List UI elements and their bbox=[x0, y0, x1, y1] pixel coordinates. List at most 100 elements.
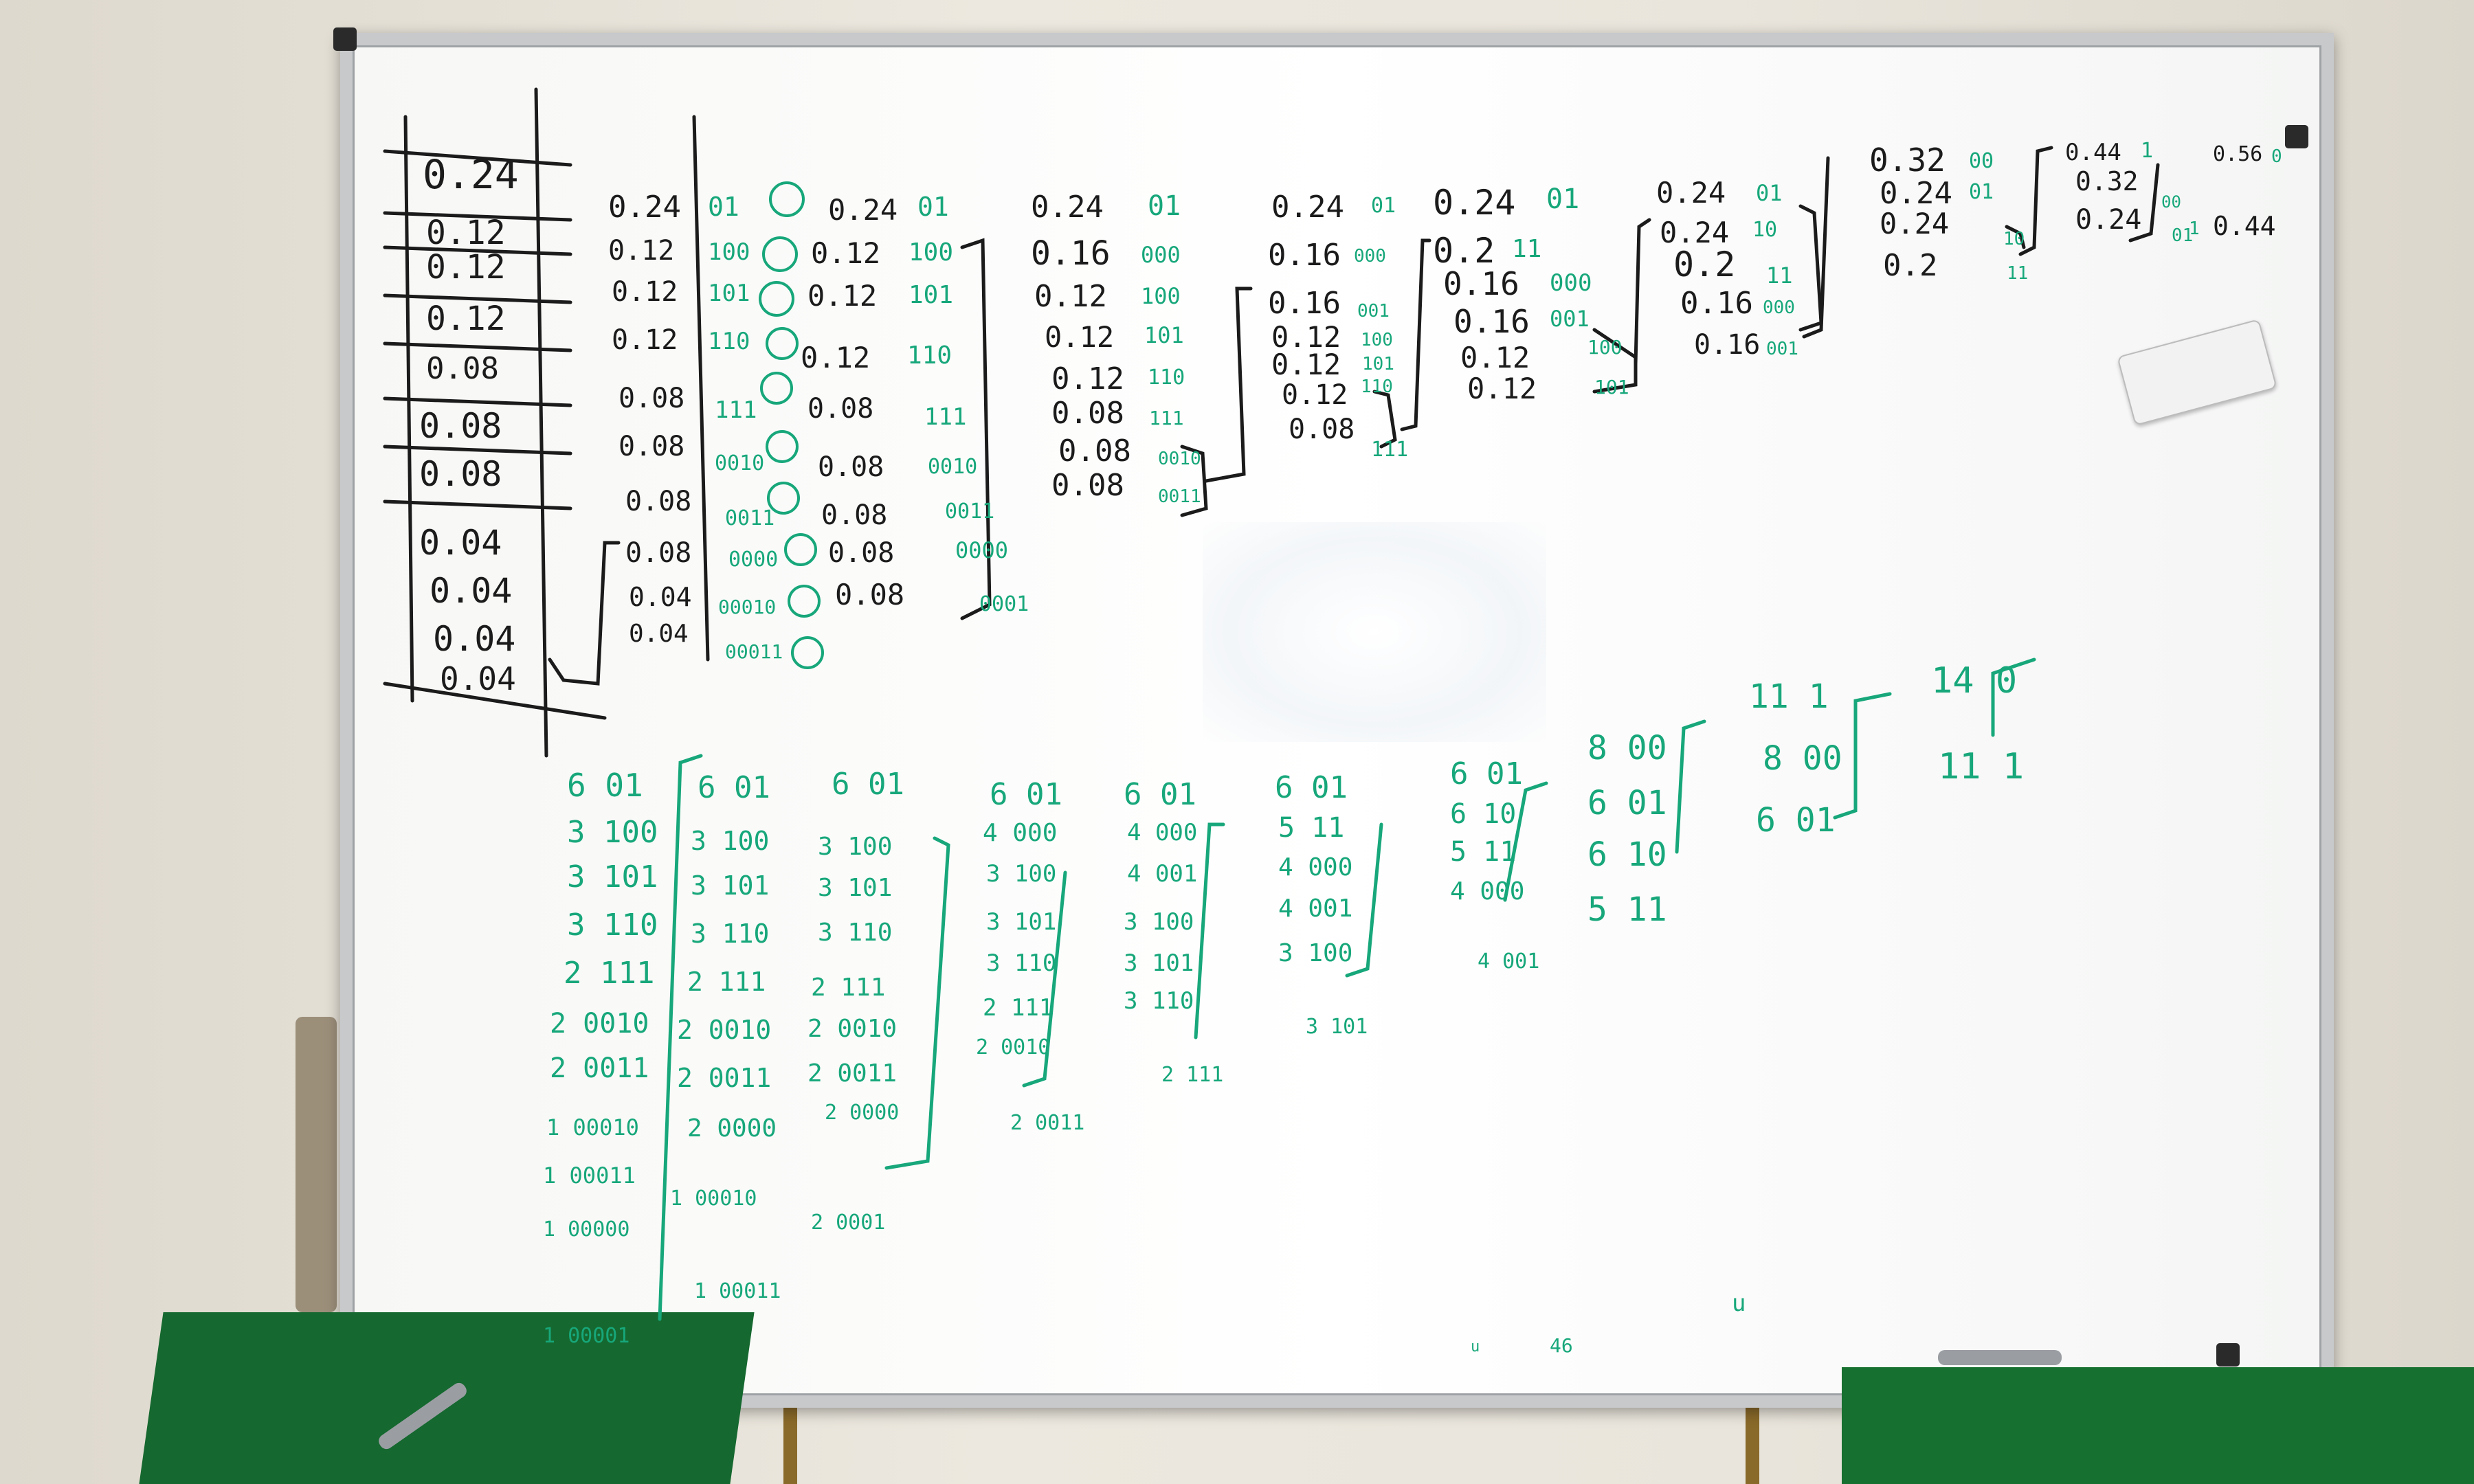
code: 0000 bbox=[728, 548, 779, 572]
value: 0.2 bbox=[1433, 231, 1495, 271]
code: 0011 bbox=[1158, 486, 1201, 507]
value: 0.08 bbox=[1051, 396, 1124, 431]
entry: 6 01 bbox=[1124, 777, 1196, 812]
entry: 3 101 bbox=[1124, 949, 1194, 977]
value: 0.24 bbox=[2075, 204, 2142, 236]
entry: 2 111 bbox=[687, 967, 766, 997]
value: 0.12 bbox=[801, 341, 871, 374]
code: 101 bbox=[909, 281, 954, 309]
code: 01 bbox=[2172, 225, 2194, 246]
value: 0.24 bbox=[828, 193, 898, 227]
value: 0.24 bbox=[1880, 176, 1952, 211]
code: 100 bbox=[909, 238, 954, 267]
code: 000 bbox=[1141, 242, 1181, 268]
value: 0.16 bbox=[1031, 234, 1111, 273]
value: 0.24 bbox=[1656, 176, 1726, 210]
value: 0.16 bbox=[1453, 303, 1530, 340]
value: 0.04 bbox=[629, 582, 692, 612]
code: 11 bbox=[2007, 263, 2029, 284]
value: 0.12 bbox=[612, 324, 678, 356]
entry: 3 101 bbox=[986, 908, 1057, 936]
value: 0.24 bbox=[1660, 216, 1730, 249]
entry: 6 01 bbox=[832, 767, 904, 802]
code: 0010 bbox=[715, 451, 765, 475]
code: 0010 bbox=[1158, 449, 1201, 469]
value: 0.12 bbox=[1034, 279, 1107, 314]
value: 0.32 bbox=[2075, 166, 2139, 196]
code: 00 bbox=[2161, 192, 2181, 212]
code: 10 bbox=[2003, 229, 2025, 249]
entry: 4 000 bbox=[1450, 877, 1525, 906]
value: 0.16 bbox=[1443, 265, 1519, 302]
entry: 2 0000 bbox=[825, 1101, 900, 1125]
code: 111 bbox=[1149, 407, 1184, 429]
code: 0010 bbox=[928, 455, 978, 479]
value: 0.08 bbox=[625, 486, 692, 517]
code: 110 bbox=[1148, 366, 1185, 390]
entry: 6 01 bbox=[990, 777, 1062, 812]
code: 10 bbox=[1752, 218, 1778, 242]
entry: 1 00011 bbox=[543, 1162, 636, 1189]
entry: 3 101 bbox=[1306, 1015, 1368, 1039]
code: 110 bbox=[1361, 376, 1393, 397]
prob-row: 0.08 bbox=[426, 351, 499, 386]
code: 0011 bbox=[725, 506, 775, 530]
entry: 4 000 bbox=[983, 819, 1058, 847]
code: 100 bbox=[1587, 336, 1623, 359]
code: 101 bbox=[1362, 354, 1394, 374]
entry: 3 100 bbox=[1124, 908, 1194, 936]
value: 0.24 bbox=[1433, 183, 1516, 223]
value: 0.2 bbox=[1673, 245, 1736, 284]
code: 001 bbox=[1357, 301, 1390, 322]
entry: 5 11 bbox=[1587, 890, 1667, 929]
value: 0.24 bbox=[1271, 190, 1344, 225]
entry: 1 00000 bbox=[543, 1217, 630, 1241]
code: 11 bbox=[1512, 235, 1542, 263]
entry: 3 100 bbox=[1278, 939, 1353, 967]
entry: 3 101 bbox=[818, 874, 893, 902]
entry: 3 110 bbox=[818, 919, 893, 947]
entry: 4 000 bbox=[1278, 853, 1353, 881]
code: 0 bbox=[2271, 146, 2282, 167]
value: 0.12 bbox=[1051, 361, 1124, 396]
prob-row: 0.12 bbox=[426, 248, 506, 286]
entry: 11 1 bbox=[1749, 677, 1829, 716]
entry: 6 01 bbox=[698, 770, 770, 805]
entry: 5 11 bbox=[1450, 836, 1517, 868]
entry: 2 0010 bbox=[550, 1008, 649, 1039]
code: 101 bbox=[1594, 376, 1629, 398]
board-corner-br bbox=[2216, 1343, 2240, 1367]
code: 01 bbox=[1371, 194, 1396, 218]
light-glare bbox=[1203, 522, 1546, 742]
entry: 2 0010 bbox=[677, 1015, 772, 1045]
entry: 2 111 bbox=[564, 956, 655, 991]
chair-back bbox=[296, 1017, 337, 1312]
code: 01 bbox=[1756, 180, 1783, 206]
entry: 3 100 bbox=[691, 826, 770, 856]
code: 001 bbox=[1766, 339, 1798, 359]
entry: 1 00011 bbox=[694, 1279, 781, 1303]
value: 0.32 bbox=[1869, 142, 1946, 179]
entry: 2 0010 bbox=[976, 1035, 1051, 1059]
table-right bbox=[1842, 1367, 2474, 1484]
value: 0.08 bbox=[1058, 434, 1131, 469]
value: 0.56 bbox=[2213, 142, 2263, 166]
value: 0.12 bbox=[608, 235, 675, 267]
code: 001 bbox=[1550, 306, 1590, 332]
value: 0.24 bbox=[1031, 190, 1104, 225]
entry: 6 01 bbox=[567, 767, 643, 804]
entry: 5 11 bbox=[1278, 812, 1345, 844]
entry: 11 1 bbox=[1938, 746, 2025, 787]
prob-row: 0.04 bbox=[433, 619, 516, 659]
entry: 6 10 bbox=[1450, 798, 1517, 830]
value: 0.08 bbox=[821, 499, 888, 531]
entry: 14 0 bbox=[1931, 660, 2018, 701]
entry: 2 0010 bbox=[807, 1015, 898, 1043]
value: 0.08 bbox=[618, 383, 685, 414]
code: 000 bbox=[1763, 297, 1795, 318]
entry: 2 0011 bbox=[807, 1059, 898, 1088]
value: 0.08 bbox=[835, 578, 905, 611]
entry: 6 01 bbox=[1587, 784, 1667, 822]
prob-row: 0.12 bbox=[426, 214, 506, 252]
